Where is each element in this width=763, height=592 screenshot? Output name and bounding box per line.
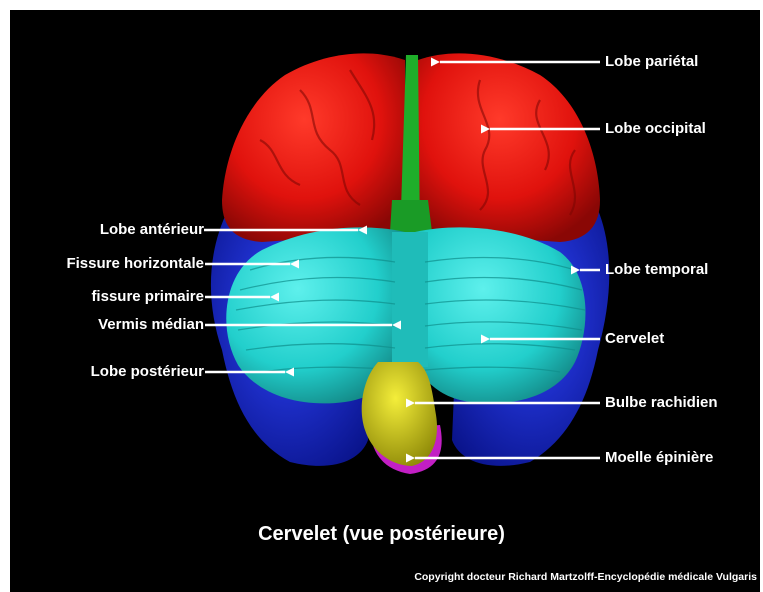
midline-green-lower <box>390 200 432 232</box>
label-lobe-parietal: Lobe pariétal <box>605 53 698 71</box>
label-bulbe-rachidien: Bulbe rachidien <box>605 394 718 412</box>
figure-caption: Cervelet (vue postérieure) <box>0 522 763 546</box>
label-cervelet: Cervelet <box>605 330 664 348</box>
label-fissure-horizontale: Fissure horizontale <box>10 255 204 273</box>
cerebellum-right <box>415 227 585 403</box>
cerebral-hemisphere-right <box>418 53 600 242</box>
label-lobe-occipital: Lobe occipital <box>605 120 706 138</box>
brainstem <box>362 362 437 466</box>
label-vermis-median: Vermis médian <box>10 316 204 334</box>
cerebral-hemisphere-left <box>222 53 405 242</box>
vermis <box>392 232 428 367</box>
label-lobe-temporal: Lobe temporal <box>605 261 708 279</box>
copyright-notice: Copyright docteur Richard Martzolff-Ency… <box>414 570 757 584</box>
label-lobe-anterieur: Lobe antérieur <box>10 221 204 239</box>
label-fissure-primaire: fissure primaire <box>10 288 204 306</box>
label-moelle-epiniere: Moelle épinière <box>605 449 713 467</box>
label-lobe-posterieur: Lobe postérieur <box>10 363 204 381</box>
